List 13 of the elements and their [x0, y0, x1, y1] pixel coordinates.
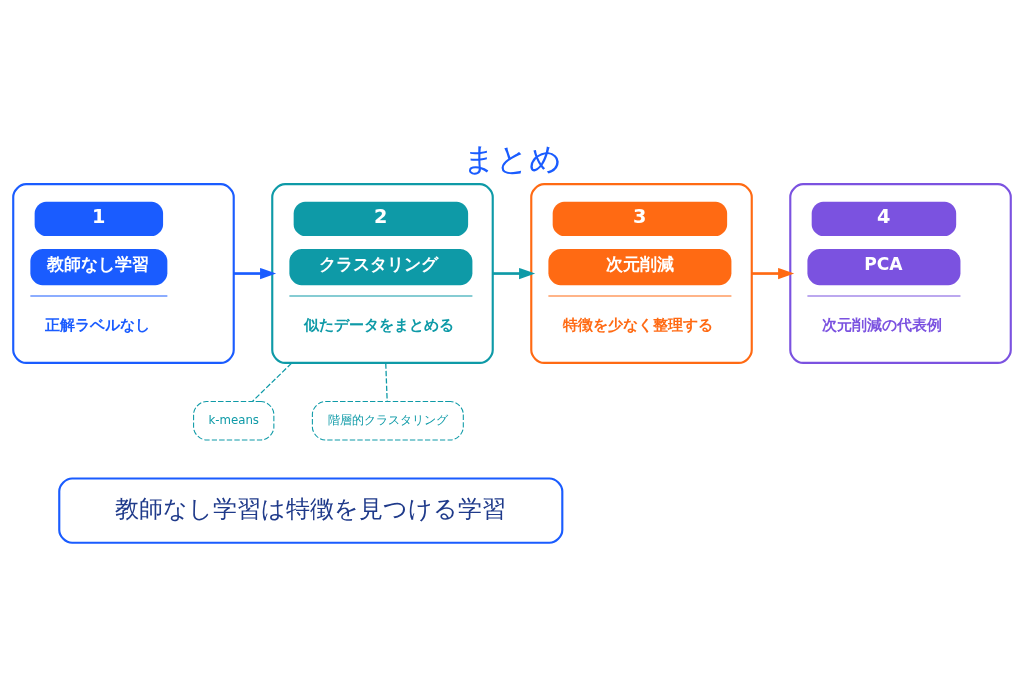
node-box: 2 クラスタリング 似たデータをまとめる	[271, 183, 494, 364]
connector	[385, 362, 388, 402]
node-box: 教師なし学習は特徴を見つける学習	[58, 477, 564, 544]
arrow	[492, 267, 536, 280]
node-box: 1 教師なし学習 正解ラベルなし	[12, 183, 235, 364]
arrow	[751, 267, 795, 280]
node-box: 3 次元削減 特徴を少なく整理する	[530, 183, 753, 364]
node-box: 4 PCA 次元削減の代表例	[789, 183, 1012, 364]
node-box: 階層的クラスタリング	[311, 400, 464, 441]
diagram-title: まとめ	[462, 140, 562, 179]
connector	[251, 362, 293, 402]
arrow	[233, 267, 277, 280]
node-box: k-means	[193, 400, 275, 441]
